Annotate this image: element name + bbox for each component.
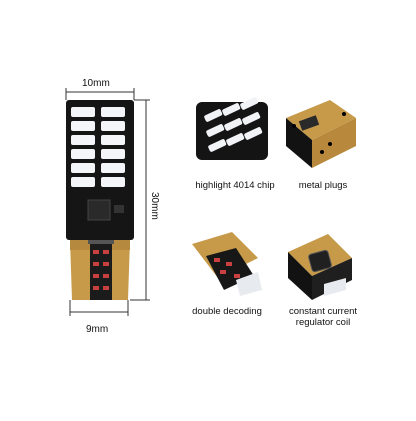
- regulator-chip: [87, 199, 111, 221]
- dimension-lines: [65, 88, 150, 316]
- thumbnail-double-decoding: [192, 232, 262, 296]
- thumbnail-chip: [196, 97, 268, 160]
- feature-label-regulator-coil: constant current regulator coil: [288, 306, 358, 328]
- feature-label-chip: highlight 4014 chip: [195, 180, 275, 191]
- thumbnail-regulator-coil: [288, 234, 352, 300]
- dimension-bottom-width: 9mm: [86, 324, 109, 335]
- dimension-top-width: 10mm: [82, 78, 110, 89]
- led-bulb: [66, 100, 134, 300]
- feature-label-metal-plugs: metal plugs: [298, 180, 348, 191]
- thumbnail-metal-plugs: [286, 100, 356, 168]
- led-chip-array: [71, 107, 125, 187]
- feature-label-double-decoding: double decoding: [192, 306, 262, 317]
- dimension-height: 30mm: [149, 192, 160, 220]
